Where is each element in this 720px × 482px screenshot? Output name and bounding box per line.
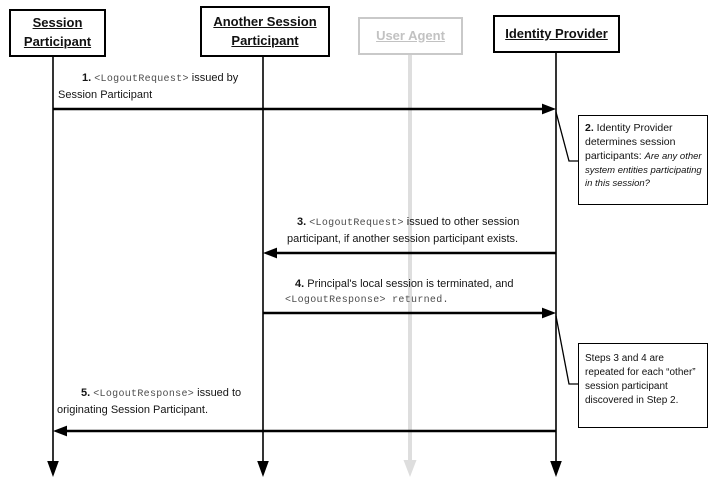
actor-label: Identity Provider — [505, 25, 608, 41]
message-label-line: participant, if another session particip… — [287, 232, 519, 245]
lifeline-end-arrowhead — [550, 461, 562, 477]
message-label-line: originating Session Participant. — [57, 403, 209, 416]
actor-box-identity-provider: Identity Provider — [493, 15, 620, 53]
message-label-5: 5. <LogoutResponse> issued to originatin… — [57, 386, 307, 417]
lifeline-end-arrowhead — [257, 461, 269, 477]
note-leader-line-3-4 — [555, 315, 578, 385]
message-arrow-4 — [263, 307, 556, 319]
actor-box-another-session-participant: Another Session Participant — [200, 6, 330, 57]
arrowhead-left — [263, 247, 277, 259]
lifeline-identity-provider — [550, 53, 562, 477]
message-arrow-3 — [263, 247, 556, 259]
message-label-line: 3. <LogoutRequest> issued to other sessi… — [297, 216, 520, 229]
note-leader-line-2 — [555, 111, 578, 162]
lifeline-end-arrowhead — [403, 460, 417, 477]
arrowhead-right — [542, 307, 556, 319]
message-label-line: 1. <LogoutRequest> issued by — [82, 72, 239, 85]
message-label-3: 3. <LogoutRequest> issued to other sessi… — [287, 215, 567, 246]
actor-label: Participant — [23, 34, 92, 49]
actor-label: Participant — [231, 32, 299, 48]
message-label-4: 4. Principal's local session is terminat… — [285, 277, 565, 308]
message-arrow-1 — [53, 103, 556, 115]
message-label-1: 1. <LogoutRequest> issued by Session Par… — [58, 71, 308, 102]
message-label-line: <LogoutResponse> returned. — [285, 294, 449, 306]
message-label-line: 4. Principal's local session is terminat… — [295, 278, 514, 290]
arrowhead-left — [53, 425, 67, 437]
actor-box-session-participant: Session Participant — [9, 9, 106, 57]
message-label-line: 5. <LogoutResponse> issued to — [81, 387, 242, 400]
actor-box-user-agent: User Agent — [358, 17, 463, 55]
arrowhead-right — [542, 103, 556, 115]
lifeline-another-session-participant — [257, 55, 269, 477]
lifeline-user-agent — [403, 53, 417, 477]
message-arrow-5 — [53, 425, 556, 437]
lifeline-end-arrowhead — [47, 461, 59, 477]
note-box-step-2: 2. Identity Provider determines session … — [578, 115, 708, 205]
lifeline-session-participant — [47, 55, 59, 477]
note-box-steps-3-4: Steps 3 and 4 are repeated for each “oth… — [578, 343, 708, 428]
actor-label: User Agent — [376, 27, 445, 43]
actor-label: Session — [32, 15, 83, 31]
message-label-line: Session Participant — [58, 88, 153, 101]
actor-label: Another Session — [213, 13, 317, 29]
